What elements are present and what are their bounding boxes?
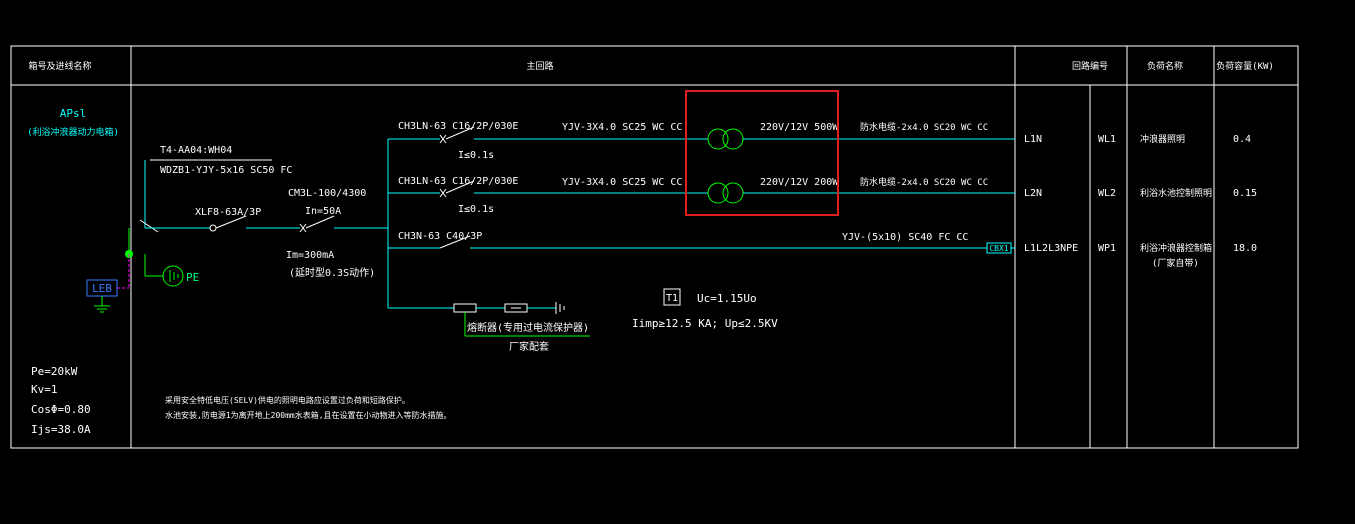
circuit-3-phase: L1L2L3NPE — [1024, 243, 1078, 254]
circuit-1-transformer: 220V/12V 500W — [760, 122, 839, 133]
circuit-1-cross-b — [439, 134, 447, 144]
highlight-box — [685, 90, 839, 216]
circuit-1-load: 冲浪器照明 — [1140, 133, 1185, 145]
circuit-3-load-note: (厂家自带) — [1152, 257, 1199, 269]
spd-params: Iimp≥12.5 KA; Up≤2.5KV — [632, 317, 778, 330]
circuit-1-kw: 0.4 — [1233, 134, 1251, 145]
circuit-3-breaker: CH3N-63 C40/3P — [398, 231, 482, 242]
spd-uc: Uc=1.15Uo — [697, 292, 757, 305]
t1-box — [663, 288, 681, 306]
circuit-wp1: CBX1 CH3N-63 C40/3P YJV-(5x10) SC40 FC C… — [388, 231, 1015, 254]
feeder-cable: WDZB1-YJY-5x16 SC50 FC — [160, 165, 292, 176]
circuit-2-transformer: 220V/12V 200W — [760, 177, 839, 188]
main-breaker-model: CM3L-100/4300 — [288, 188, 366, 199]
circuit-2-load: 利浴水池控制照明 — [1140, 187, 1212, 199]
fuse-label: 熔断器(专用过电流保护器) — [467, 321, 589, 334]
circuit-2-breaker-blade — [445, 180, 475, 194]
panel-description: (利浴冲浪器动力电箱) — [27, 126, 119, 138]
circuit-wl1: CH3LN-63 C16/2P/030E I≤0.1s YJV-3X4.0 SC… — [388, 121, 1015, 161]
circuit-2-breaker: CH3LN-63 C16/2P/030E — [398, 176, 518, 187]
panel-calculated-current: Ijs=38.0A — [31, 423, 91, 436]
main-breaker-blade — [305, 215, 335, 229]
circuit-1-cable: YJV-3X4.0 SC25 WC CC — [562, 122, 682, 133]
circuit-3-cable: YJV-(5x10) SC40 FC CC — [842, 232, 968, 243]
circuit-1-phase: L1N — [1024, 134, 1042, 145]
circuit-1-out-cable: 防水电缆-2x4.0 SC20 WC CC — [860, 121, 988, 133]
circuit-1-transformer-coil — [722, 128, 744, 150]
circuit-2-cable: YJV-3X4.0 SC25 WC CC — [562, 177, 682, 188]
isolator-model: XLF8-63A/3P — [195, 207, 261, 218]
circuit-1-breaker: CH3LN-63 C16/2P/030E — [398, 121, 518, 132]
isolator-contact — [209, 224, 217, 232]
circuit-1-trip: I≤0.1s — [458, 150, 494, 161]
vendor-supplied-label: 厂家配套 — [509, 340, 549, 353]
circuit-3-load: 利浴冲浪器控制箱 — [1140, 242, 1212, 254]
circuit-2-phase: L2N — [1024, 188, 1042, 199]
circuit-2-code: WL2 — [1098, 188, 1116, 199]
circuit-2-out-cable: 防水电缆-2x4.0 SC20 WC CC — [860, 176, 988, 188]
feeder-reference: T4-AA04:WH04 — [160, 145, 232, 156]
circuit-3-breaker-blade — [439, 235, 471, 249]
pe-terminal-icon — [162, 265, 184, 287]
header-load-capacity: 负荷容量(KW) — [1216, 60, 1274, 72]
table-outer-border — [10, 45, 1299, 449]
main-breaker-delay: (延时型0.3S动作) — [289, 266, 375, 279]
note-line-2: 水池安装,防电源1为离开地上200mm水表箱,且在设置在小动物进入等防水措施。 — [165, 410, 452, 420]
circuit-3-kw: 18.0 — [1233, 243, 1257, 254]
circuit-2-transformer-coil — [722, 182, 744, 204]
circuit-2-trip: I≤0.1s — [458, 204, 494, 215]
header-main-circuit: 主回路 — [526, 60, 553, 72]
header-panel-name: 箱号及进线名称 — [28, 60, 91, 72]
header-load-name: 负荷名称 — [1147, 60, 1183, 72]
circuit-1-breaker-blade — [445, 126, 475, 140]
pe-label: PE — [186, 271, 199, 284]
leb-label: LEB — [92, 282, 112, 295]
note-line-1: 采用安全特低电压(SELV)供电的照明电路应设置过负荷和短路保护。 — [165, 395, 410, 405]
circuit-1-transformer-icon — [707, 128, 729, 150]
fuse-icon — [453, 303, 477, 313]
panel-name: APsl — [60, 107, 87, 120]
panel-power-factor: CosΦ=0.80 — [31, 403, 91, 416]
circuit-2-transformer-icon — [707, 182, 729, 204]
surge-protection-branch: 熔断器(专用过电流保护器) 厂家配套 T1 Uc=1.15Uo Iimp≥12.… — [388, 288, 778, 353]
feeder-tick-mark — [139, 219, 159, 233]
circuit-2-kw: 0.15 — [1233, 188, 1257, 199]
panel-demand-factor: Kv=1 — [31, 383, 58, 396]
circuit-wl2: CH3LN-63 C16/2P/030E I≤0.1s YJV-3X4.0 SC… — [388, 176, 1015, 215]
spd-class: T1 — [666, 293, 678, 304]
circuit-3-terminal: CBX1 — [989, 244, 1008, 253]
header-circuit-code: 回路编号 — [1072, 60, 1108, 72]
circuit-1-code: WL1 — [1098, 134, 1116, 145]
main-breaker-rating: In=50A — [305, 206, 341, 217]
isolator-blade — [215, 215, 247, 229]
panel-installed-power: Pe=20kW — [31, 365, 78, 378]
breaker-cross-b — [299, 223, 307, 233]
main-breaker-leakage: Im=300mA — [286, 250, 334, 261]
circuit-2-cross-b — [439, 188, 447, 198]
circuit-3-code: WP1 — [1098, 243, 1116, 254]
table-grid — [10, 45, 1299, 449]
